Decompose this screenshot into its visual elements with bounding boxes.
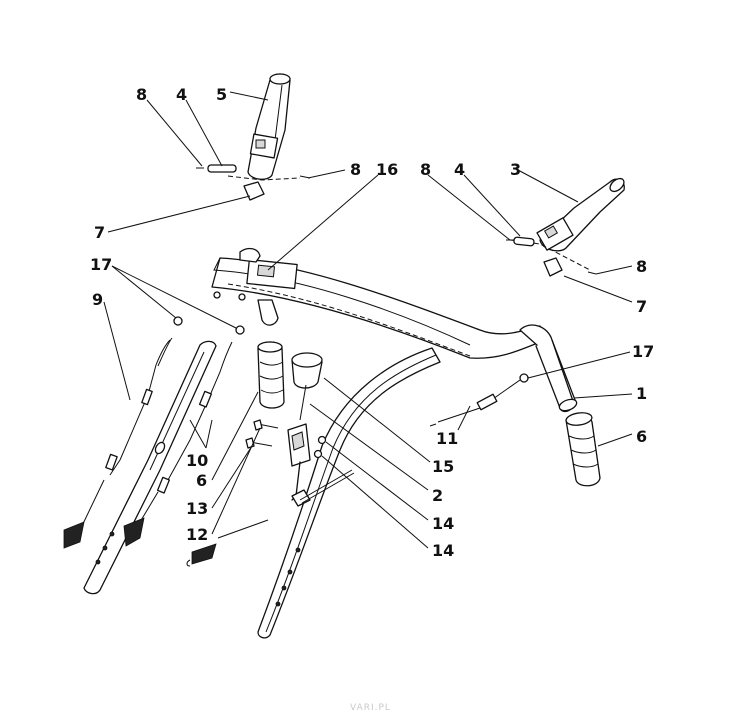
callout-6: 6	[636, 427, 647, 446]
spring-bottom	[186, 519, 269, 567]
left-lower-handle-tube	[83, 340, 217, 595]
callout-17: 17	[632, 342, 654, 361]
callout-7: 7	[636, 297, 647, 316]
cable-10	[123, 341, 233, 547]
grip-6-right	[565, 412, 601, 487]
leader-lines	[103, 91, 633, 549]
callout-10: 10	[186, 451, 208, 470]
callout-3: 3	[510, 160, 521, 179]
callout-4: 4	[176, 85, 187, 104]
callout-11: 11	[436, 429, 458, 448]
callout-5: 5	[216, 85, 227, 104]
callout-14: 14	[432, 514, 454, 533]
callout-8: 8	[420, 160, 431, 179]
callout-13: 13	[186, 499, 208, 518]
callout-labels: 8 4 5 8 16 8 4 3 7 8 17 9 7 17 1 6 11 10…	[90, 85, 654, 560]
callout-7: 7	[94, 223, 105, 242]
callout-6: 6	[196, 471, 207, 490]
callout-8: 8	[350, 160, 361, 179]
handle-grip-5	[227, 73, 301, 181]
right-upright-tube	[519, 324, 578, 413]
callout-16: 16	[376, 160, 398, 179]
watermark: VARI.PL	[350, 703, 391, 713]
upper-handle-bracket	[211, 247, 546, 359]
callout-15: 15	[432, 457, 454, 476]
callout-1: 1	[636, 384, 647, 403]
callout-4: 4	[454, 160, 465, 179]
cable-9	[63, 337, 173, 549]
callout-9: 9	[92, 290, 103, 309]
callout-2: 2	[432, 486, 443, 505]
callout-8: 8	[136, 85, 147, 104]
knob-15	[291, 352, 323, 389]
grip-6-left	[257, 341, 285, 409]
callout-8: 8	[636, 257, 647, 276]
cable-11	[429, 379, 521, 427]
right-lower-handle-tube	[257, 347, 441, 639]
handle-grip-3	[509, 177, 625, 277]
callout-12: 12	[186, 525, 208, 544]
lever-assembly-2	[287, 384, 311, 507]
callout-14: 14	[432, 541, 454, 560]
callout-17: 17	[90, 255, 112, 274]
